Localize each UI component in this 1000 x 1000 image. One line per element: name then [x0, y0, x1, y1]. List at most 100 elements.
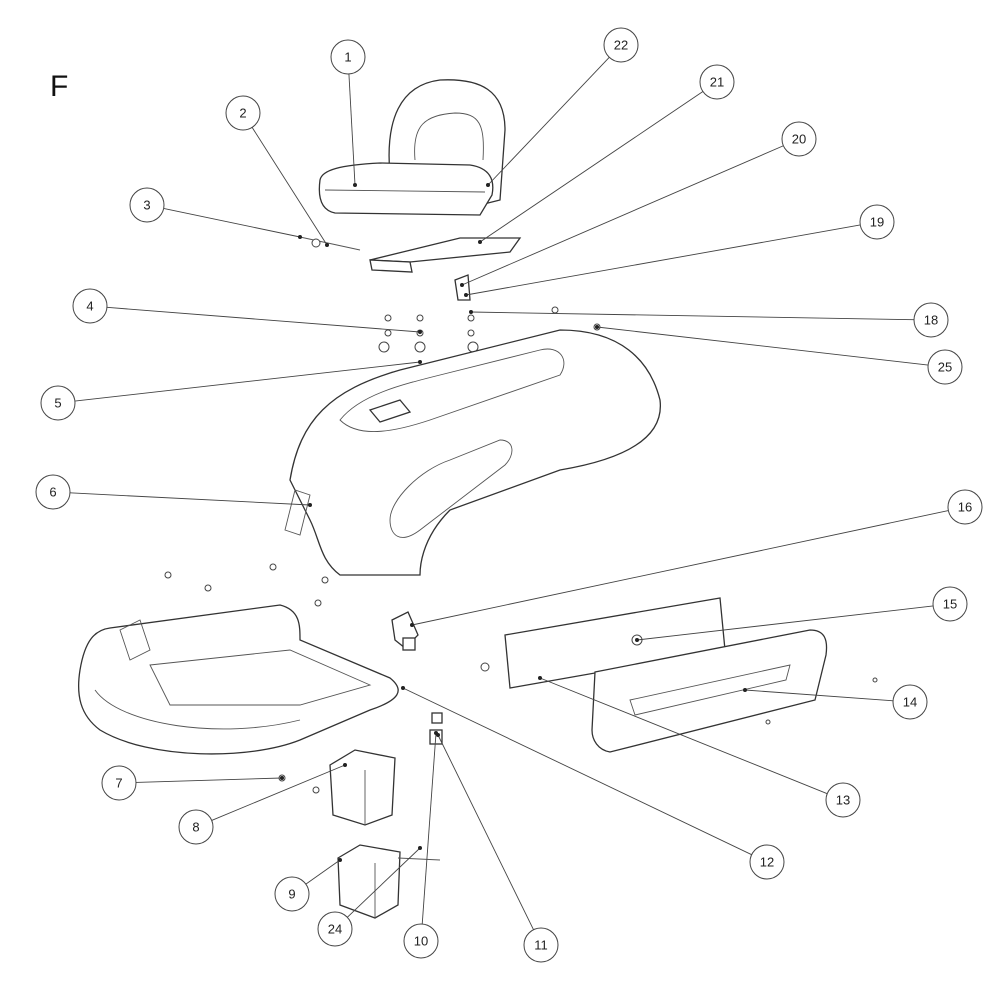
callout-bubble [40, 385, 76, 421]
callout-5: 5 [40, 360, 422, 421]
callout-3: 3 [129, 187, 302, 239]
callout-number: 20 [792, 132, 806, 147]
callout-number: 9 [288, 887, 295, 902]
leader-dot [538, 676, 542, 680]
callout-number: 6 [49, 485, 56, 500]
callout-number: 22 [614, 38, 628, 53]
callout-2: 2 [225, 95, 329, 247]
callout-22: 22 [486, 27, 639, 187]
callout-1: 1 [330, 39, 366, 187]
callout-21: 21 [478, 64, 735, 244]
callout-number: 16 [958, 500, 972, 515]
leader-line [411, 510, 949, 626]
callout-9: 9 [274, 858, 342, 912]
leader-dot [418, 360, 422, 364]
callout-16: 16 [410, 489, 983, 627]
callout-number: 15 [943, 597, 957, 612]
callout-bubble [72, 288, 108, 324]
leader-line [163, 208, 301, 238]
leader-line [596, 326, 929, 366]
callout-bubble [859, 204, 895, 240]
leader-dot [635, 638, 639, 642]
leader-dot [410, 623, 414, 627]
leader-dot [338, 858, 342, 862]
seat [318, 79, 506, 216]
callout-number: 7 [115, 776, 122, 791]
leader-dot [595, 325, 599, 329]
leader-line [402, 687, 752, 856]
leader-line [539, 677, 828, 795]
leader-dot [401, 686, 405, 690]
footrest-pan [77, 604, 399, 755]
leader-dot [308, 503, 312, 507]
callout-20: 20 [460, 121, 817, 287]
callout-number: 25 [938, 360, 952, 375]
callout-11: 11 [436, 733, 559, 963]
callout-number: 2 [239, 106, 246, 121]
callout-bubble [825, 782, 861, 818]
callout-number: 10 [414, 934, 428, 949]
callout-25: 25 [595, 325, 963, 385]
callout-18: 18 [469, 302, 949, 338]
leader-dot [298, 235, 302, 239]
leader-line [106, 306, 421, 333]
leader-line [437, 734, 534, 930]
side-panels [480, 597, 828, 753]
callout-12: 12 [401, 686, 785, 880]
callout-bubble [932, 586, 968, 622]
leader-dot [418, 846, 422, 850]
callout-number: 19 [870, 215, 884, 230]
callout-15: 15 [635, 586, 968, 642]
callout-number: 13 [836, 793, 850, 808]
leader-line [421, 732, 437, 925]
leader-line [305, 859, 341, 885]
leader-line [135, 777, 283, 783]
callout-bubble [749, 844, 785, 880]
callout-number: 12 [760, 855, 774, 870]
callout-bubble [403, 923, 439, 959]
leader-dot [280, 776, 284, 780]
callout-bubble [101, 765, 137, 801]
leader-dot [464, 293, 468, 297]
leader-line [346, 847, 421, 918]
callout-number: 8 [192, 820, 199, 835]
leader-line [636, 605, 934, 641]
callout-bubble [927, 349, 963, 385]
callout-number: 4 [86, 299, 93, 314]
callout-bubble [892, 684, 928, 720]
sheet-letter: F [50, 70, 69, 103]
callout-7: 7 [101, 765, 284, 801]
leader-line [251, 127, 328, 246]
callout-10: 10 [403, 731, 439, 959]
leader-line [211, 764, 346, 821]
callout-bubble [35, 474, 71, 510]
battery [337, 844, 441, 919]
callout-number: 3 [143, 198, 150, 213]
callout-bubble [330, 39, 366, 75]
callout-8: 8 [178, 763, 347, 845]
ignition-switch [391, 611, 419, 651]
callout-number: 1 [344, 50, 351, 65]
callout-14: 14 [743, 684, 928, 720]
callout-number: 11 [534, 938, 548, 953]
leader-dot [353, 183, 357, 187]
leader-dot [478, 240, 482, 244]
leader-dot [486, 183, 490, 187]
callout-bubble [699, 64, 735, 100]
leader-line [461, 145, 784, 286]
callout-number: 14 [903, 695, 917, 710]
leader-line [348, 73, 356, 186]
callout-bubble [781, 121, 817, 157]
callout-bubble [317, 911, 353, 947]
leader-dot [743, 688, 747, 692]
leader-line [487, 57, 610, 186]
callout-bubble [178, 809, 214, 845]
callout-bubble [913, 302, 949, 338]
leader-line [69, 492, 311, 506]
battery-box [329, 749, 396, 826]
leader-line [744, 689, 894, 702]
fender [284, 329, 661, 576]
leader-line [470, 311, 915, 321]
